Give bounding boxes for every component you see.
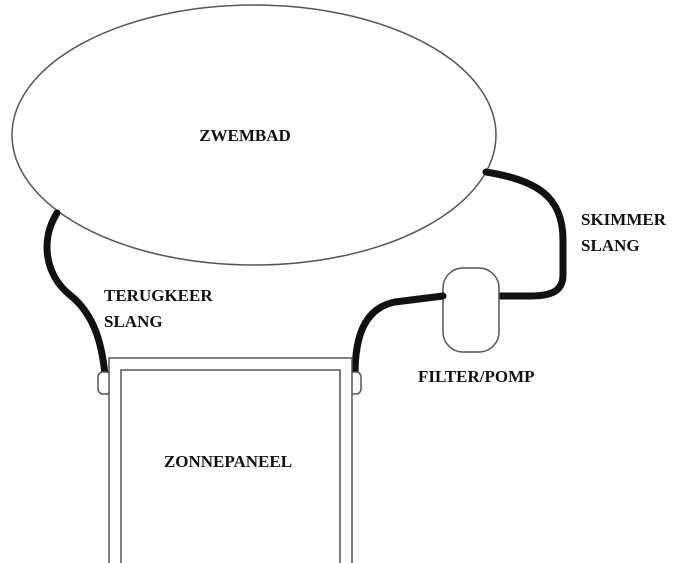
filter-pump xyxy=(442,267,500,353)
panel-label: ZONNEPANEEL xyxy=(164,452,292,471)
skimmer-label-line1: SKIMMER xyxy=(581,210,667,229)
pool-ellipse xyxy=(11,4,497,266)
return-hose xyxy=(43,209,109,379)
pump-to-panel-hose xyxy=(351,292,447,379)
solar-panel-inner xyxy=(120,369,341,563)
pool-label: ZWEMBAD xyxy=(199,126,291,145)
return-label-line2: SLANG xyxy=(104,312,163,331)
return-label-line1: TERUGKEER xyxy=(104,286,213,305)
skimmer-label-line2: SLANG xyxy=(581,236,640,255)
filter-label: FILTER/POMP xyxy=(418,367,535,386)
skimmer-hose xyxy=(482,168,567,300)
